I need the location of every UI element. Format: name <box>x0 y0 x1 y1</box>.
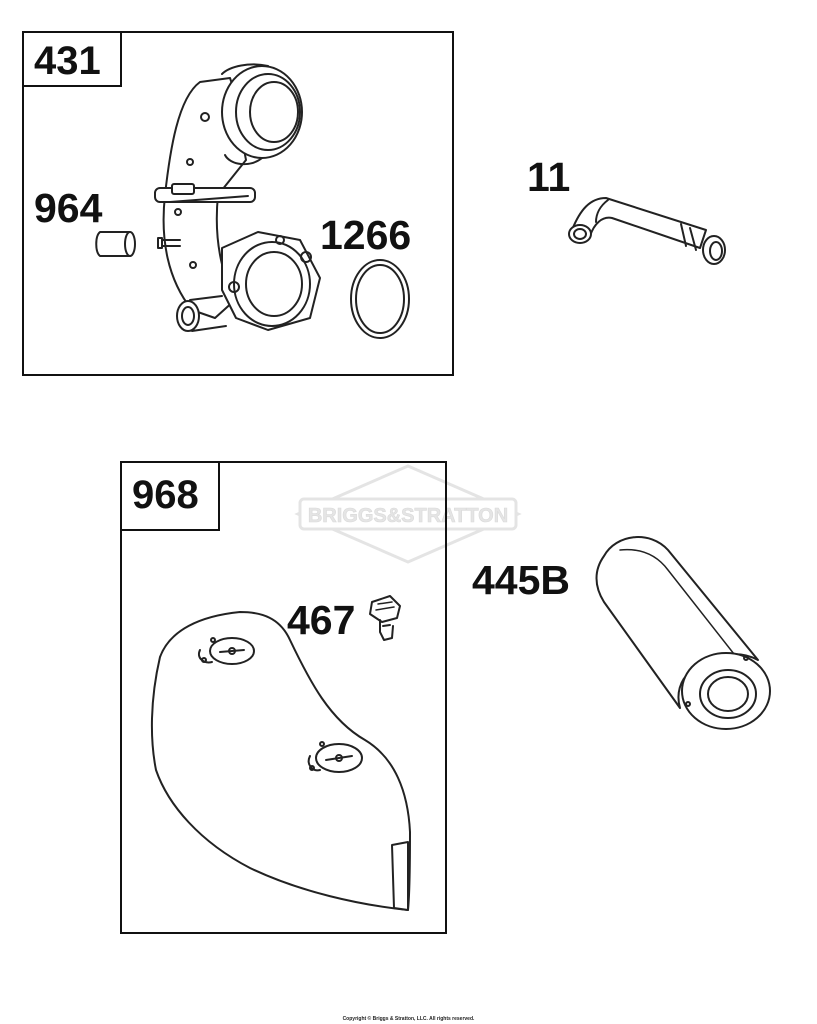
group-label-box-431 <box>22 31 122 87</box>
copyright-footer: Copyright © Briggs & Stratton, LLC. All … <box>342 1016 475 1022</box>
watermark-text: BRIGGS&STRATTON <box>308 505 508 527</box>
part-1266-o-ring <box>350 259 410 339</box>
group-box-431 <box>22 31 454 376</box>
group-label-box-968 <box>120 461 220 531</box>
group-431-label: 431 <box>34 39 101 83</box>
group-968-label: 968 <box>132 473 199 517</box>
part-445B-air-filter <box>595 536 771 730</box>
part-968-filter-cover <box>150 611 411 911</box>
part-467-label: 467 <box>287 597 356 643</box>
part-467-knob <box>369 595 401 641</box>
part-445B-label: 445B <box>472 557 571 603</box>
part-964-label: 964 <box>34 185 103 231</box>
group-box-968 <box>120 461 447 934</box>
brand-watermark: BRIGGS&STRATTON <box>294 464 522 564</box>
part-431-elbow-housing <box>154 63 321 332</box>
part-964-tube <box>95 231 136 257</box>
part-11-label: 11 <box>527 154 571 200</box>
part-11-bent-hose <box>568 197 726 265</box>
part-1266-label: 1266 <box>320 212 412 258</box>
